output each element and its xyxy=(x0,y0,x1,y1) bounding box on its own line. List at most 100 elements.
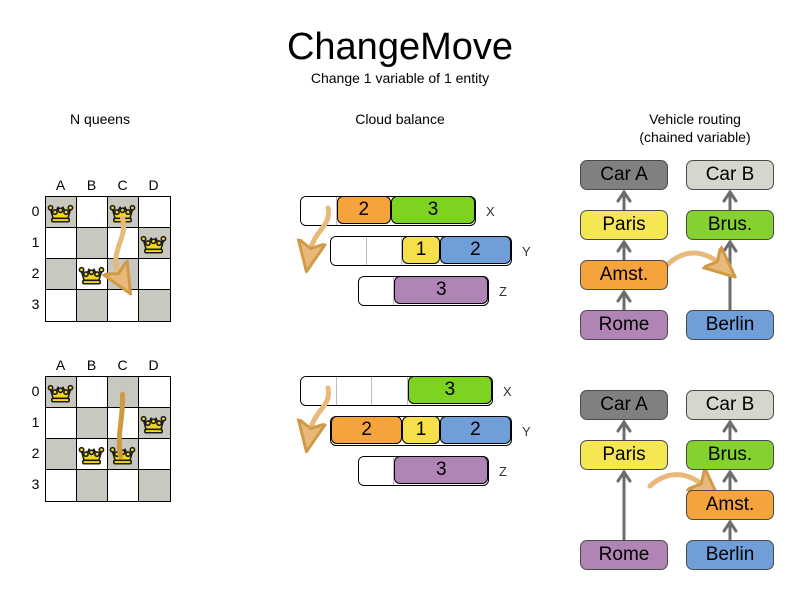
chessboard-cell-D0[interactable] xyxy=(139,377,170,408)
chessboard-cell-D2[interactable] xyxy=(139,259,170,290)
cloud-computer-Z[interactable]: 3 xyxy=(358,276,489,306)
cloud-computer-X[interactable]: 3 xyxy=(300,376,493,406)
chessboard-row-label-1: 1 xyxy=(31,414,40,430)
chessboard-cell-A0[interactable] xyxy=(46,197,77,228)
cloud-free-capacity-segment xyxy=(372,377,408,405)
chessboard-cell-D3[interactable] xyxy=(139,470,170,501)
chessboard-cell-A3[interactable] xyxy=(46,470,77,501)
cloud-process-2[interactable]: 2 xyxy=(439,237,511,264)
chessboard-cell-C3[interactable] xyxy=(108,290,139,321)
chessboard-column-label-A: A xyxy=(55,357,66,373)
section-title-vehicle-routing: Vehicle routing (chained variable) xyxy=(600,110,790,146)
vrp-node-brus[interactable]: Brus. xyxy=(686,210,774,240)
cloud-computer-Z[interactable]: 3 xyxy=(358,456,489,486)
chessboard-row-label-0: 0 xyxy=(31,203,40,219)
cloud-free-capacity-segment xyxy=(359,457,395,485)
vrp-node-rome[interactable]: Rome xyxy=(580,310,668,340)
chessboard-column-label-B: B xyxy=(86,357,97,373)
chessboard-cell-A2[interactable] xyxy=(46,439,77,470)
vrp-node-paris[interactable]: Paris xyxy=(580,210,668,240)
cloud-free-capacity-segment xyxy=(301,197,337,225)
chessboard-cell-D3[interactable] xyxy=(139,290,170,321)
chessboard-cell-B0[interactable] xyxy=(77,377,108,408)
chessboard-row-label-3: 3 xyxy=(31,476,40,492)
cloud-process-2[interactable]: 2 xyxy=(439,417,511,444)
chessboard-column-label-A: A xyxy=(55,177,66,193)
chessboard-cell-D2[interactable] xyxy=(139,439,170,470)
chessboard-cell-B0[interactable] xyxy=(77,197,108,228)
cloud-free-capacity-segment xyxy=(301,377,337,405)
chessboard-cell-C0[interactable] xyxy=(108,197,139,228)
page-title: ChangeMove xyxy=(286,26,514,68)
vrp-node-car-a[interactable]: Car A xyxy=(580,160,668,190)
vrp-node-berlin[interactable]: Berlin xyxy=(686,540,774,570)
chessboard-cell-A1[interactable] xyxy=(46,408,77,439)
chessboard-cell-B1[interactable] xyxy=(77,228,108,259)
chessboard-cell-A1[interactable] xyxy=(46,228,77,259)
cloud-process-3[interactable]: 3 xyxy=(390,197,475,224)
cloud-computer-label-Y: Y xyxy=(522,424,531,439)
chessboard-cell-D1[interactable] xyxy=(139,408,170,439)
cloud-process-1[interactable]: 1 xyxy=(402,237,440,264)
cloud-computer-label-X: X xyxy=(486,204,495,219)
chessboard-column-label-C: C xyxy=(117,177,128,193)
cloud-process-3[interactable]: 3 xyxy=(407,377,492,404)
chessboard-cell-C2[interactable] xyxy=(108,439,139,470)
cloud-process-1[interactable]: 1 xyxy=(402,417,440,444)
chessboard-cell-B2[interactable] xyxy=(77,259,108,290)
section-title-vehicle-routing-line2: (chained variable) xyxy=(639,129,751,145)
chessboard-cell-B1[interactable] xyxy=(77,408,108,439)
vrp-node-car-b[interactable]: Car B xyxy=(686,160,774,190)
vrp-node-car-a[interactable]: Car A xyxy=(580,390,668,420)
cloud-free-capacity-segment xyxy=(331,237,367,265)
chessboard-cell-B3[interactable] xyxy=(77,290,108,321)
chessboard-cell-D1[interactable] xyxy=(139,228,170,259)
chessboard-column-label-D: D xyxy=(148,357,159,373)
chessboard-row-label-2: 2 xyxy=(31,445,40,461)
chessboard-cell-D0[interactable] xyxy=(139,197,170,228)
cloud-computer-label-Z: Z xyxy=(499,284,507,299)
chessboard-grid xyxy=(45,196,171,322)
page-subtitle: Change 1 variable of 1 entity xyxy=(310,70,490,86)
cloud-process-2[interactable]: 2 xyxy=(336,197,391,224)
cloud-process-3[interactable]: 3 xyxy=(394,277,488,304)
chessboard-cell-B3[interactable] xyxy=(77,470,108,501)
chessboard-cell-A0[interactable] xyxy=(46,377,77,408)
cloud-computer-label-Z: Z xyxy=(499,464,507,479)
cloud-process-2[interactable]: 2 xyxy=(331,417,403,444)
chessboard-column-label-C: C xyxy=(117,357,128,373)
chessboard-row-label-1: 1 xyxy=(31,234,40,250)
vrp-node-amst[interactable]: Amst. xyxy=(686,490,774,520)
cloud-free-capacity-segment xyxy=(336,377,373,405)
chessboard-grid xyxy=(45,376,171,502)
chessboard-row-label-2: 2 xyxy=(31,265,40,281)
vrp-node-rome[interactable]: Rome xyxy=(580,540,668,570)
chessboard-cell-C1[interactable] xyxy=(108,408,139,439)
chessboard-row-label-0: 0 xyxy=(31,383,40,399)
section-title-cloud-balance: Cloud balance xyxy=(355,111,445,127)
cloud-process-3[interactable]: 3 xyxy=(394,457,488,484)
chessboard-cell-B2[interactable] xyxy=(77,439,108,470)
cloud-free-capacity-segment xyxy=(366,237,403,265)
vrp-node-brus[interactable]: Brus. xyxy=(686,440,774,470)
cloud-free-capacity-segment xyxy=(359,277,395,305)
chessboard-cell-C3[interactable] xyxy=(108,470,139,501)
chessboard-cell-C2[interactable] xyxy=(108,259,139,290)
vrp-node-car-b[interactable]: Car B xyxy=(686,390,774,420)
chessboard-cell-C1[interactable] xyxy=(108,228,139,259)
chessboard-column-label-B: B xyxy=(86,177,97,193)
section-title-vehicle-routing-line1: Vehicle routing xyxy=(649,111,741,127)
vrp-node-paris[interactable]: Paris xyxy=(580,440,668,470)
chessboard-cell-C0[interactable] xyxy=(108,377,139,408)
chessboard-cell-A3[interactable] xyxy=(46,290,77,321)
vrp-node-amst[interactable]: Amst. xyxy=(580,260,668,290)
vrp-node-berlin[interactable]: Berlin xyxy=(686,310,774,340)
chessboard-cell-A2[interactable] xyxy=(46,259,77,290)
